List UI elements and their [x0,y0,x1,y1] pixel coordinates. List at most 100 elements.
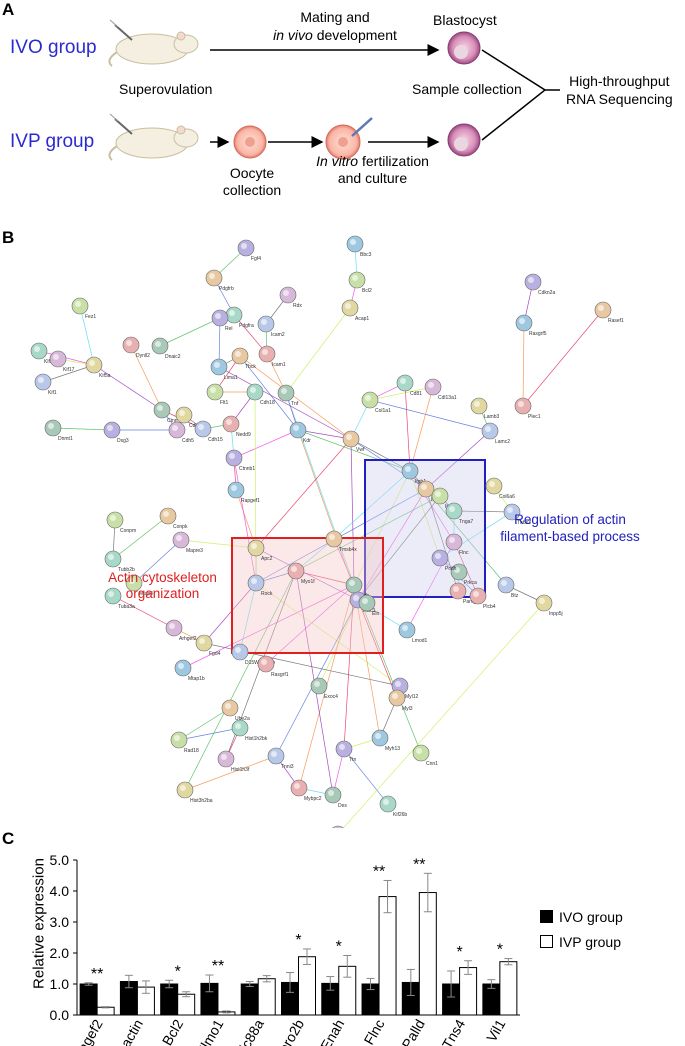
network-node: Col1a1 [361,391,391,414]
network-edge [295,495,441,572]
network-node: Dsg3 [103,421,129,444]
ivf-label: In vitro fertilization and culture [305,153,440,187]
network-edge [130,344,163,411]
x-tick-label: Flnc [361,1017,388,1046]
network-node: Kif5a [85,356,111,379]
network-node: Fgf4 [237,239,261,262]
network-edge [297,429,359,601]
red-label-line2: organization [125,586,200,601]
mating-line2: development [312,27,397,43]
network-edge [184,570,297,791]
network-node: Inpp5j [535,594,563,617]
network-node-label: Icam1 [272,362,286,368]
legend: IVO group IVP group [540,905,623,955]
network-node-label: Dnmt1 [58,436,73,442]
network-node-label: Tnf [291,401,299,407]
network-node: Tmsb4x [325,530,357,553]
x-tick-label: Vil1 [483,1016,509,1044]
panel-b-letter: B [2,228,15,247]
ivp-group-label: IVP group [10,131,95,152]
network-edge [239,355,352,440]
legend-item-ivp: IVP group [540,930,623,955]
network-edge [112,595,175,629]
network-node-label: Dnaic2 [165,354,181,360]
network-node-label: Conpm [120,528,136,534]
network-node: Mtap4 [125,574,153,597]
network-node: Cdh7 [175,406,201,429]
significance-marker: ** [373,863,385,880]
network-node-label: Rdx [293,303,302,309]
blastocyst-icon [447,31,481,65]
network-node-label: Rel [225,326,233,332]
network-edge [133,539,182,584]
network-node: Kif17 [49,350,75,373]
hts-line2: RNA Sequencing [566,91,673,107]
legend-label-ivo: IVO group [559,909,623,925]
oocyte-line2: collection [222,182,282,198]
red-label-line1: Actin cytoskeleton [108,570,217,585]
network-node: Lmod1 [398,621,428,644]
hts-label: High-throughput RNA Sequencing [566,72,673,108]
mating-line1: Mating and [300,9,370,25]
network-node-label: Kdr [303,438,311,444]
network-node: Hist1h2bk [231,719,268,742]
network-edge [353,584,422,754]
network-node: Hist1h3f [217,750,250,773]
bar-ivp [378,896,397,1016]
network-edge [239,582,257,653]
network-node: Tnf [277,384,299,407]
blue-label-line1: Regulation of actin [514,512,626,527]
network-node-label: Lmod1 [412,638,428,644]
network-edge [522,309,604,407]
network-node: Apc2 [247,539,273,562]
network-node-label: Inpp5j [549,611,563,617]
network-edge [357,495,441,601]
network-node: Cdh5 [168,421,194,444]
network-node-label: Mtap4 [139,591,153,597]
network-edge [369,399,491,432]
network-edge [203,582,257,644]
y-tick-label: 1.0 [50,976,70,992]
network-node: Myh13 [371,729,400,752]
network-node: Myl3 [388,689,413,712]
network-node: Nedd9 [222,415,251,438]
network-node-label: Itgb1 [415,479,426,485]
network-node: Flnc [445,533,469,556]
network-node: Lamc2 [481,422,510,445]
network-node-label: Ube2a [235,716,250,722]
panel-c-letter: C [2,829,15,848]
network-node: Arhgef2 [165,619,197,642]
significance-marker: ** [91,966,103,983]
network-node-label: Col1a1 [375,408,391,414]
network-node: Bcl2 [348,271,372,294]
network-node: Cdh18 [246,383,275,406]
actin-organization-label: Actin cytoskeleton organization [80,570,245,602]
network-node: Lima1 [210,358,238,381]
network-node-label: Myh13 [385,746,400,752]
network-node: Cdh15 [194,420,223,443]
y-axis-label: Relative expression [30,858,48,989]
network-node-label: Icam2 [271,332,285,338]
network-edge [439,511,513,559]
network-node: Acap1 [341,299,369,322]
network-edge [52,427,113,431]
network-edge [255,438,352,549]
sample-collection-label: Sample collection [412,81,522,97]
network-node: Cdl13a1 [424,378,457,401]
blastocyst-icon [447,123,481,157]
network-node-label: Ctnn [167,418,178,424]
network-node-label: Cdkn2a [538,290,555,296]
blue-label-line2: filament-based process [500,529,640,544]
network-node: Conpm [106,511,136,534]
network-node-label: Mtap1b [188,676,205,682]
network-node-label: Hist1h2bk [245,736,268,742]
network-node: Rdx [279,286,302,309]
network-node: Icam2 [257,315,285,338]
network-node-label: Hist1h3f [231,767,250,773]
network-edge [79,305,95,366]
network-node: Myo1f [287,562,315,585]
network-node: Cd81 [396,374,422,397]
y-tick-label: 0.0 [50,1007,70,1023]
network-node: Flt1 [206,383,229,406]
